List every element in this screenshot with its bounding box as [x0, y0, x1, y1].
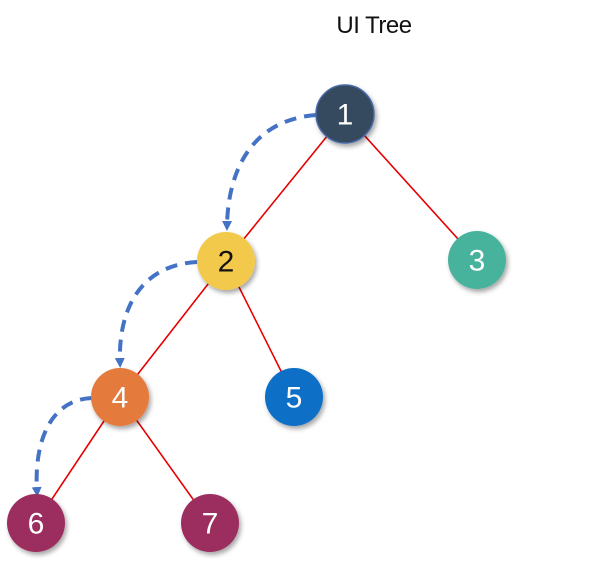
traversal-arrow-2-4	[114, 260, 198, 368]
traversal-arrow-4-6	[31, 396, 93, 497]
traversal-arrows-layer	[31, 113, 317, 497]
node-circle-2	[197, 232, 255, 290]
node-label-6: 6	[28, 508, 45, 541]
node-label-4: 4	[112, 382, 129, 415]
tree-node-6: 6	[7, 494, 65, 552]
node-circle-5	[265, 368, 323, 426]
node-label-2: 2	[218, 246, 235, 279]
tree-node-2: 2	[197, 232, 255, 290]
node-circle-3	[448, 231, 506, 289]
tree-node-1: 1	[315, 84, 375, 144]
node-circle-6	[7, 494, 65, 552]
node-label-3: 3	[469, 245, 486, 278]
traversal-arrow-1-2	[222, 113, 317, 231]
tree-node-5: 5	[265, 368, 323, 426]
edges-layer	[35, 113, 478, 524]
tree-node-4: 4	[91, 368, 149, 426]
edge-1-3	[344, 113, 478, 261]
node-circle-7	[181, 494, 239, 552]
node-circle-4	[91, 368, 149, 426]
node-label-5: 5	[286, 382, 303, 415]
node-label-7: 7	[202, 508, 219, 541]
edge-1-2	[225, 113, 346, 262]
tree-node-3: 3	[448, 231, 506, 289]
node-label-1: 1	[337, 99, 354, 132]
tree-node-7: 7	[181, 494, 239, 552]
diagram-title: UI Tree	[336, 12, 412, 39]
node-circle-1	[315, 84, 375, 144]
nodes-layer: 1 2 3 4 5 6 7	[7, 84, 506, 552]
